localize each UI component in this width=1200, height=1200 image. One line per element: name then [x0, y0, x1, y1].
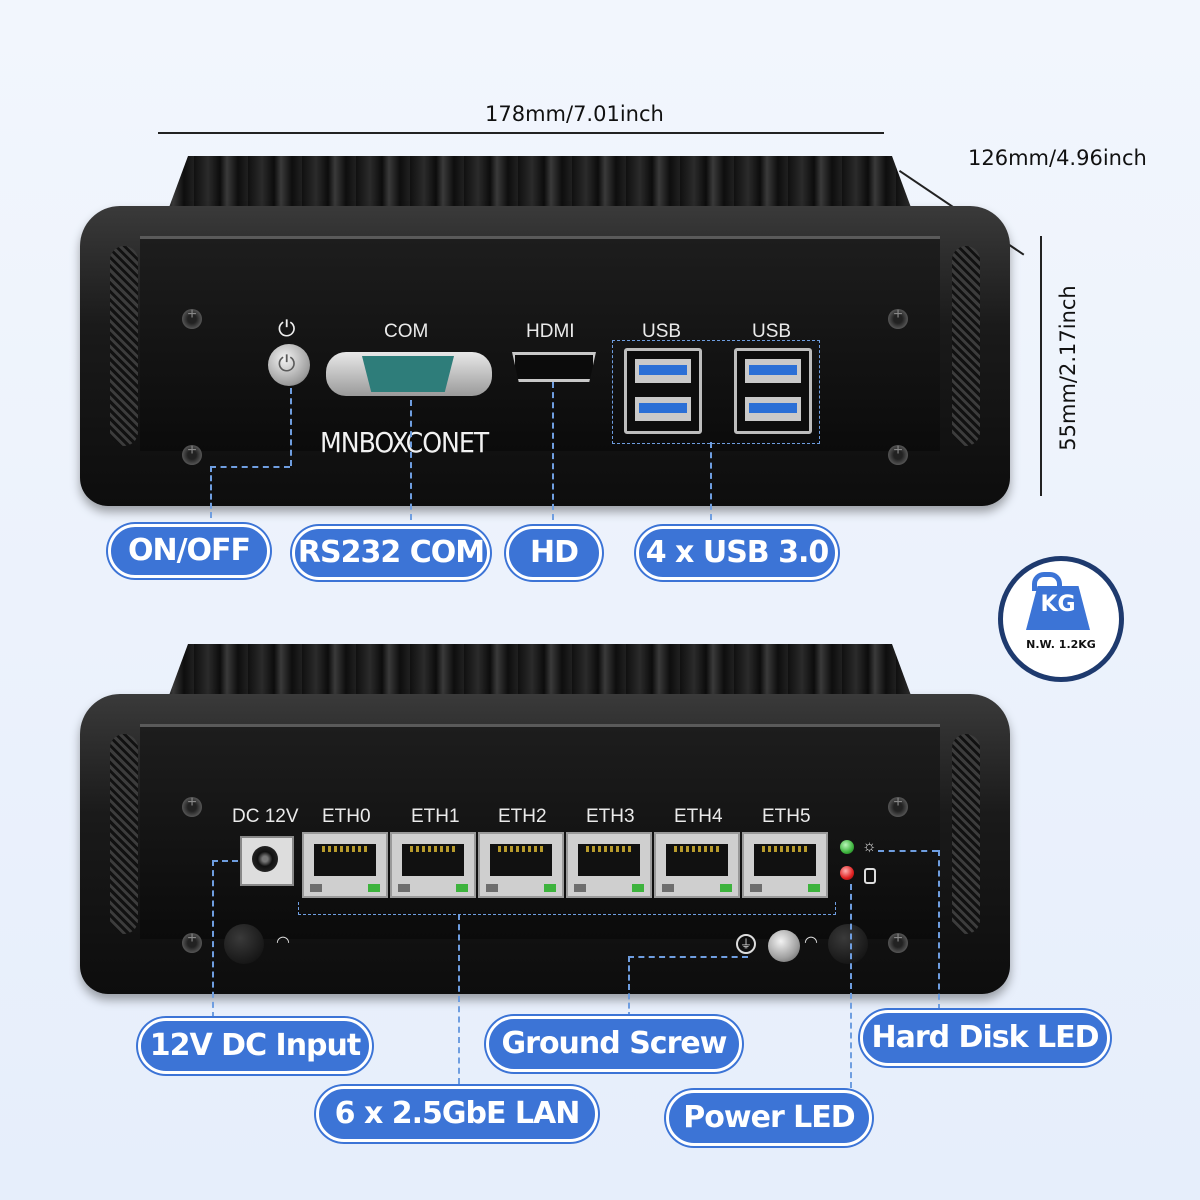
width-dimension-line [158, 132, 884, 134]
usb-guide-line [710, 442, 712, 520]
ground-symbol-icon: ⏚ [736, 934, 756, 954]
rear-device: DC 12V ETH0 ETH1 ETH2 ETH3 ETH4 ETH5 ☼ ◠… [80, 644, 1010, 994]
antenna-port [828, 924, 868, 964]
disk-icon [864, 868, 876, 884]
dc-port-label: DC 12V [232, 806, 299, 827]
lan-port [654, 832, 740, 898]
callout-hdd-led: Hard Disk LED [860, 1010, 1110, 1066]
height-dimension-label: 55mm/2.17inch [1056, 285, 1080, 451]
screw-icon [888, 442, 908, 465]
screw-icon [182, 794, 202, 817]
height-dimension-line [1040, 236, 1042, 496]
depth-dimension-label: 126mm/4.96inch [968, 146, 1147, 170]
front-device: ⏻ ⏻ COM HDMI USB USB MNBOXCONET [80, 156, 1010, 506]
usb-left-label: USB [642, 321, 682, 342]
lan-group-outline [298, 902, 836, 915]
com-connector [362, 356, 454, 392]
eth-label: ETH0 [322, 806, 371, 827]
left-vent [110, 734, 138, 934]
power-led [840, 866, 854, 880]
callout-power-led: Power LED [666, 1090, 872, 1146]
callout-dc-input: 12V DC Input [138, 1018, 372, 1074]
usb-group-outline [612, 340, 820, 444]
dc-jack-socket [252, 846, 278, 872]
ground-guide-line [628, 956, 748, 958]
screw-icon [182, 442, 202, 465]
callout-hd: HD [506, 526, 602, 580]
power-button-icon: ⏻ [278, 351, 296, 376]
callout-on-off: ON/OFF [108, 524, 270, 578]
weight-unit: KG [1040, 592, 1076, 617]
power-guide-line [210, 466, 212, 518]
power-led-guide-line [850, 884, 852, 1088]
power-symbol-icon: ⏻ [278, 316, 296, 341]
screw-icon [182, 306, 202, 329]
screw-icon [888, 306, 908, 329]
ground-screw [768, 930, 800, 962]
hdd-led-guide-line [878, 850, 938, 852]
brand-logo: MNBOXCONET [320, 426, 489, 459]
eth-label: ETH1 [411, 806, 460, 827]
dc-guide-line [212, 860, 214, 1018]
eth-label: ETH4 [674, 806, 723, 827]
hdmi-port [512, 352, 596, 382]
dc-guide-line [212, 860, 238, 862]
eth-label: ETH5 [762, 806, 811, 827]
hdmi-port-label: HDMI [526, 321, 575, 342]
callout-lan: 6 x 2.5GbE LAN [316, 1086, 598, 1142]
hdd-led-guide-line [938, 850, 940, 1010]
width-dimension-label: 178mm/7.01inch [485, 102, 664, 126]
hdd-led [840, 840, 854, 854]
callout-ground-screw: Ground Screw [486, 1016, 742, 1072]
wifi-icon: ◠ [276, 934, 290, 951]
ground-guide-line [628, 956, 630, 1018]
screw-icon [888, 794, 908, 817]
eth-label: ETH2 [498, 806, 547, 827]
lan-port [566, 832, 652, 898]
eth-label: ETH3 [586, 806, 635, 827]
hdmi-guide-line [552, 382, 554, 520]
antenna-port [224, 924, 264, 964]
callout-rs232-com: RS232 COM [292, 526, 490, 580]
lan-port [742, 832, 828, 898]
rear-faceplate [140, 724, 940, 939]
weight-icon [1032, 572, 1062, 591]
usb-port-pair-right [734, 348, 812, 434]
power-guide-line [210, 466, 290, 468]
right-vent [952, 734, 980, 934]
lan-port-group [302, 832, 834, 898]
power-guide-line [290, 388, 292, 466]
power-button[interactable] [268, 344, 310, 386]
right-vent [952, 246, 980, 446]
lan-port [390, 832, 476, 898]
serial-guide-line [410, 400, 412, 520]
com-port-label: COM [384, 321, 429, 342]
screw-icon [182, 930, 202, 953]
weight-icon [1026, 586, 1090, 630]
lan-port [478, 832, 564, 898]
lan-port [302, 832, 388, 898]
callout-usb: 4 x USB 3.0 [636, 526, 838, 580]
lan-guide-line [458, 914, 460, 1084]
usb-right-label: USB [752, 321, 792, 342]
weight-value: N.W. 1.2KG [1026, 638, 1096, 651]
wifi-icon: ◠ [804, 934, 818, 951]
front-faceplate [140, 236, 940, 451]
usb-port-pair-left [624, 348, 702, 434]
hdd-activity-icon: ☼ [862, 838, 877, 855]
left-vent [110, 246, 138, 446]
screw-icon [888, 930, 908, 953]
